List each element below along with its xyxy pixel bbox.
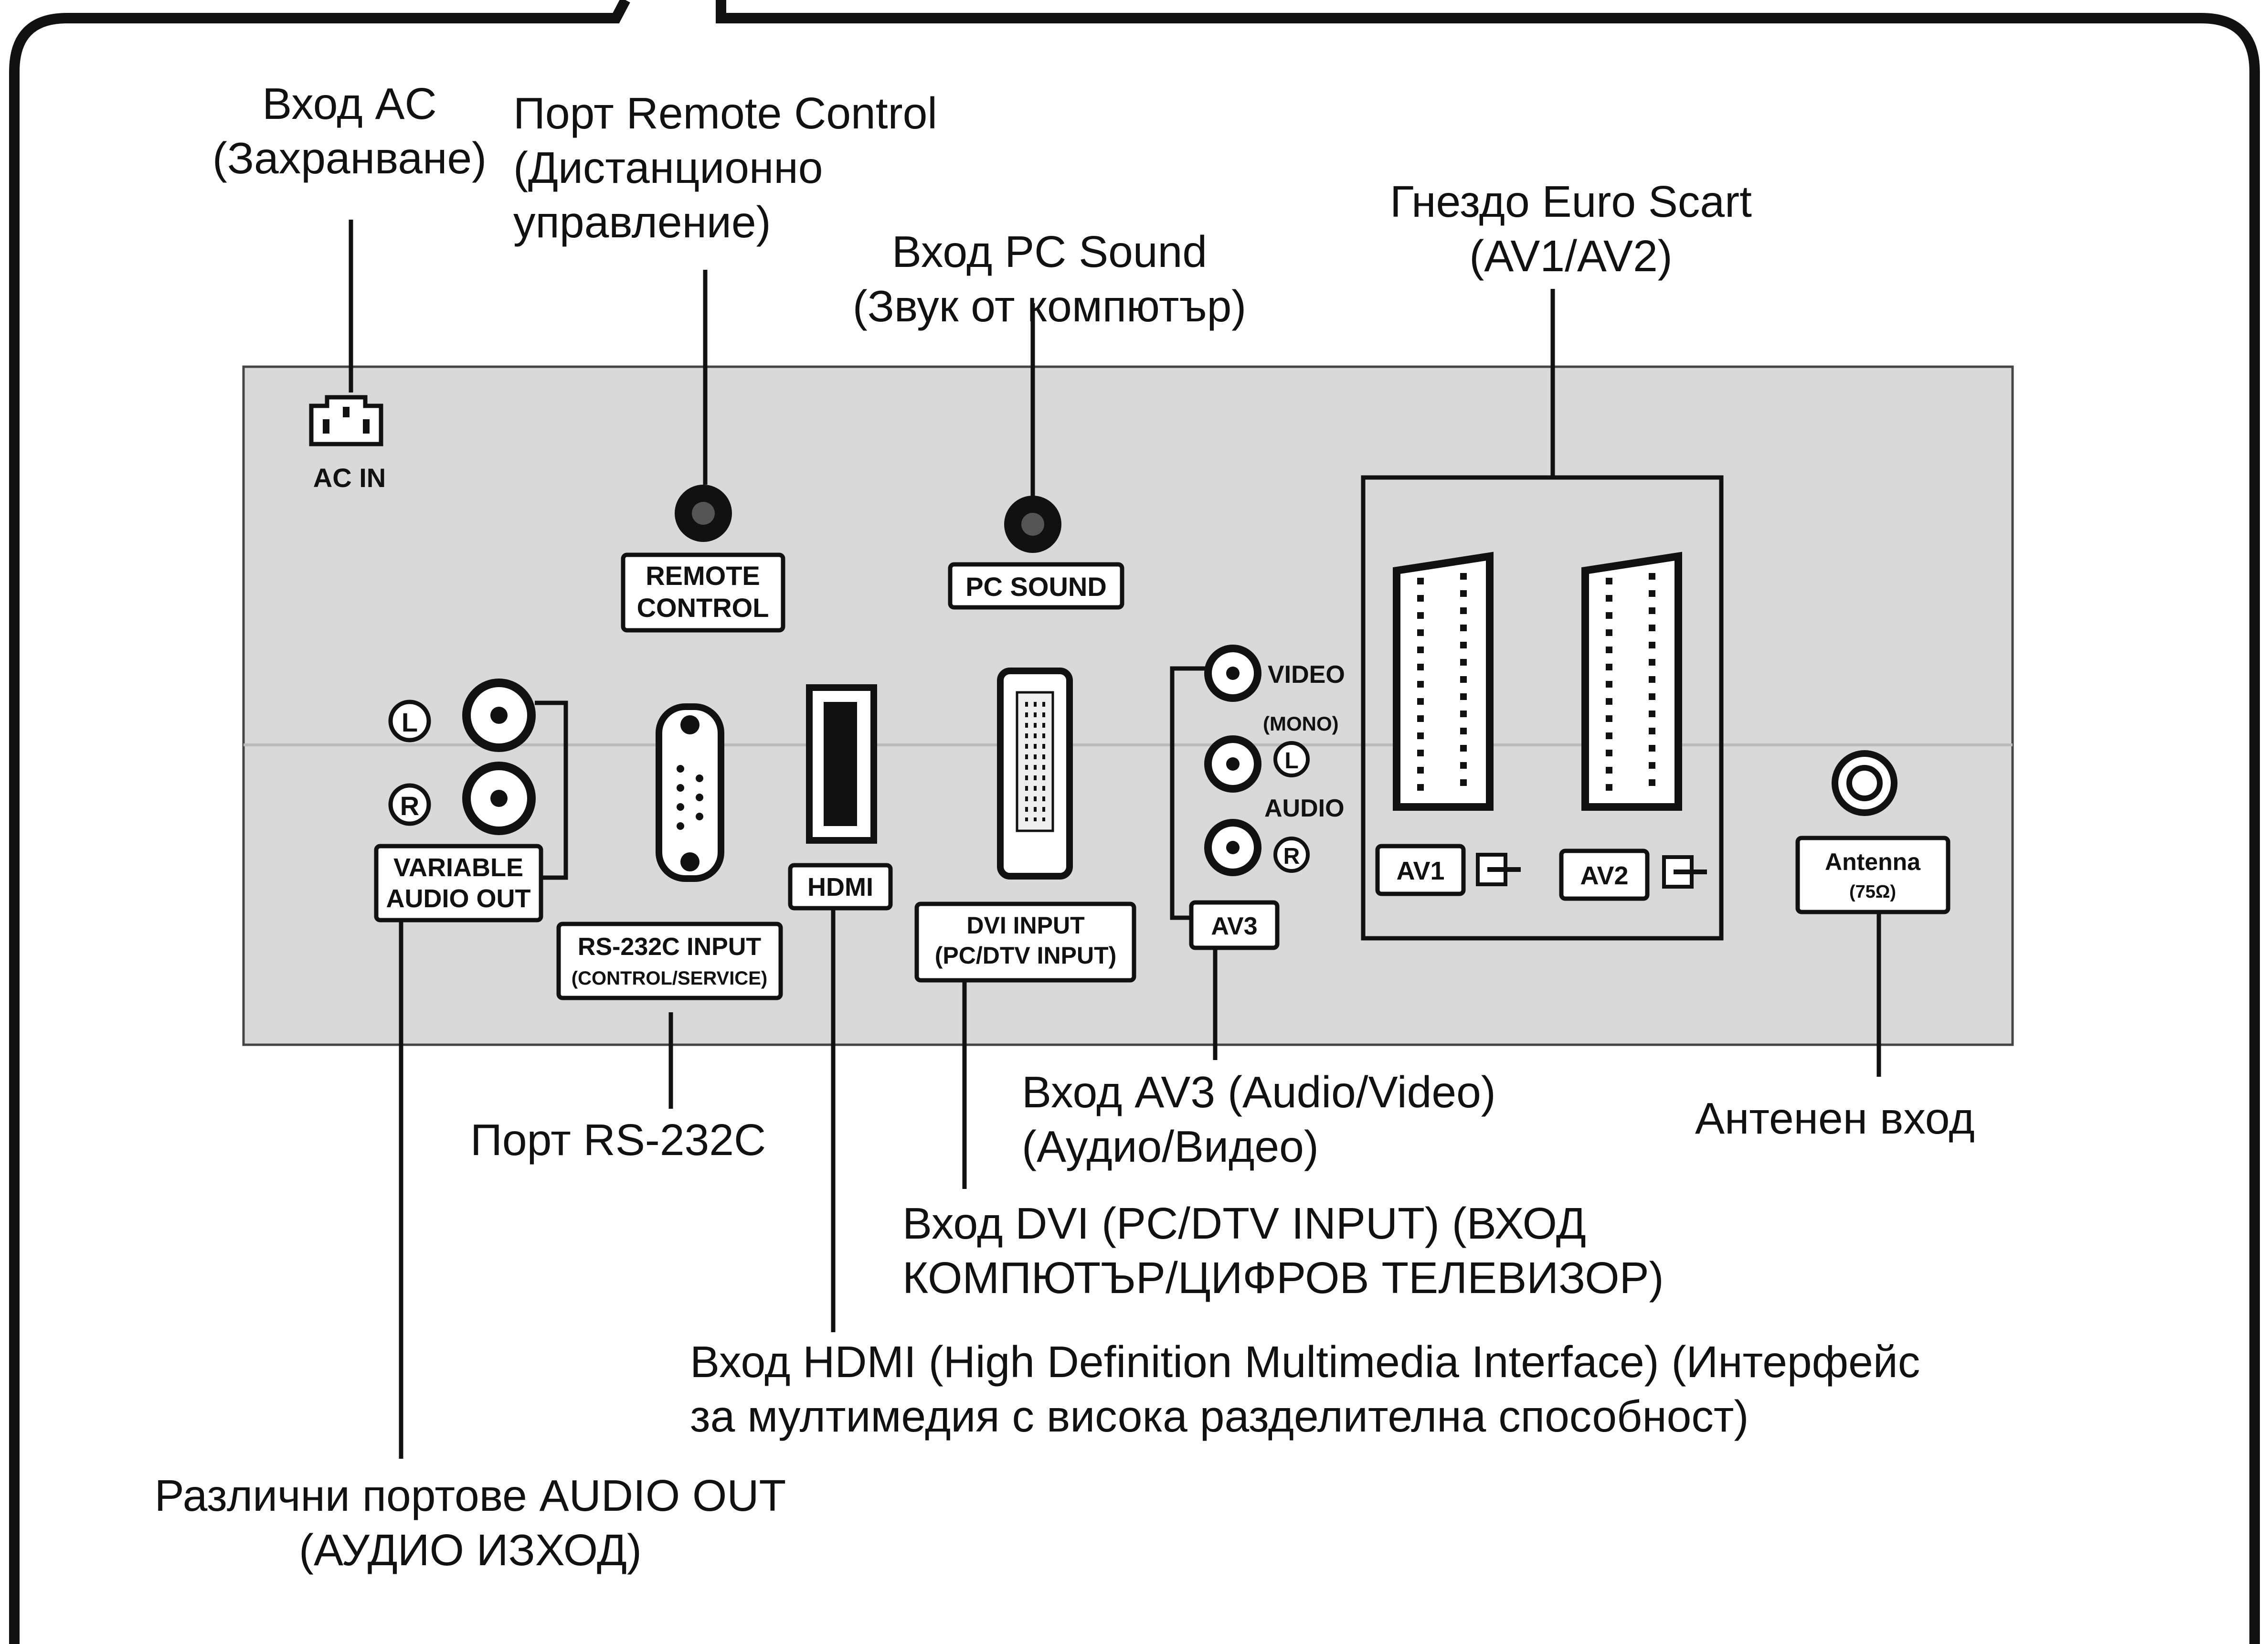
av1-label-box: [1375, 844, 1466, 896]
antenna-label-1: Antenna: [1825, 849, 1921, 875]
scart-av1-socket-icon: [1393, 552, 1494, 811]
right-channel-icon: R: [388, 783, 431, 826]
rs232-connector-icon: [656, 703, 724, 882]
ac-in-label: AC IN: [313, 463, 386, 493]
callout-euro-scart: Гнездо Euro Scart(AV1/AV2): [1390, 177, 1752, 281]
rs232-label-box: [556, 922, 783, 1000]
hdmi-label: HDMI: [807, 873, 873, 902]
rs232-label-2: (CONTROL/SERVICE): [572, 968, 767, 989]
av2-label: AV2: [1580, 861, 1628, 890]
callout-ac-in: Вход AC(Захранване): [212, 79, 487, 183]
variable-audio-label-1: VARIABLE: [393, 853, 523, 882]
av3-right-icon: R: [1273, 837, 1310, 873]
pc-sound-label-box: [948, 562, 1124, 610]
av3-label-box: [1189, 900, 1280, 950]
svg-text:R: R: [400, 791, 419, 821]
remote-label-1: REMOTE: [646, 561, 760, 591]
antenna-socket-icon: [1832, 750, 1897, 816]
callout-pc-sound: Вход PC Sound(Звук от компютър): [852, 227, 1247, 331]
dvi-label-1: DVI INPUT: [966, 912, 1084, 939]
variable-audio-label-2: AUDIO OUT: [386, 884, 531, 913]
dvi-label-2: (PC/DTV INPUT): [935, 942, 1117, 969]
callout-audio-out: Различни портове AUDIO OUT(АУДИО ИЗХОД): [154, 1471, 786, 1575]
svg-text:L: L: [402, 707, 418, 737]
remote-label-2: CONTROL: [637, 593, 769, 623]
svg-text:L: L: [1284, 748, 1298, 774]
scart-bracket: [1361, 475, 1724, 941]
dvi-label-box: [914, 902, 1136, 983]
hdmi-port-icon: [806, 684, 877, 844]
left-channel-icon: L: [388, 700, 431, 742]
callout-hdmi: Вход HDMI (High Definition Multimedia In…: [690, 1337, 1920, 1441]
svg-text:R: R: [1283, 844, 1300, 869]
mono-label: (MONO): [1263, 712, 1339, 735]
rs232-label-1: RS-232C INPUT: [578, 933, 762, 961]
remote-label-box: [621, 552, 785, 633]
antenna-label-box: [1795, 836, 1950, 914]
av2-direction-icon: [1662, 855, 1707, 889]
outer-frame: [9, 0, 2260, 1644]
video-label: VIDEO: [1268, 661, 1345, 689]
leader-lines: [349, 220, 1881, 1459]
av1-label: AV1: [1396, 857, 1444, 885]
variable-audio-jacks: [462, 679, 568, 880]
av2-label-box: [1559, 849, 1650, 901]
pc-sound-label: PC SOUND: [965, 572, 1107, 602]
callout-antenna: Антенен вход: [1695, 1093, 1975, 1143]
dvi-port-icon: [997, 668, 1073, 880]
av3-label: AV3: [1211, 912, 1257, 940]
av3-left-icon: L: [1273, 741, 1310, 777]
hdmi-label-box: [788, 863, 893, 911]
av3-jacks: [1170, 645, 1261, 920]
audio-label: AUDIO: [1264, 795, 1345, 822]
ac-in-socket-icon: [309, 395, 383, 446]
callout-rs232: Порт RS-232C: [470, 1115, 766, 1165]
variable-audio-label-box: [374, 844, 543, 923]
antenna-label-2: (75Ω): [1849, 882, 1896, 902]
av1-direction-icon: [1476, 853, 1521, 886]
scart-av2-socket-icon: [1581, 552, 1682, 811]
callout-av3: Вход AV3 (Audio/Video)(Аудио/Видео): [1022, 1067, 1496, 1171]
